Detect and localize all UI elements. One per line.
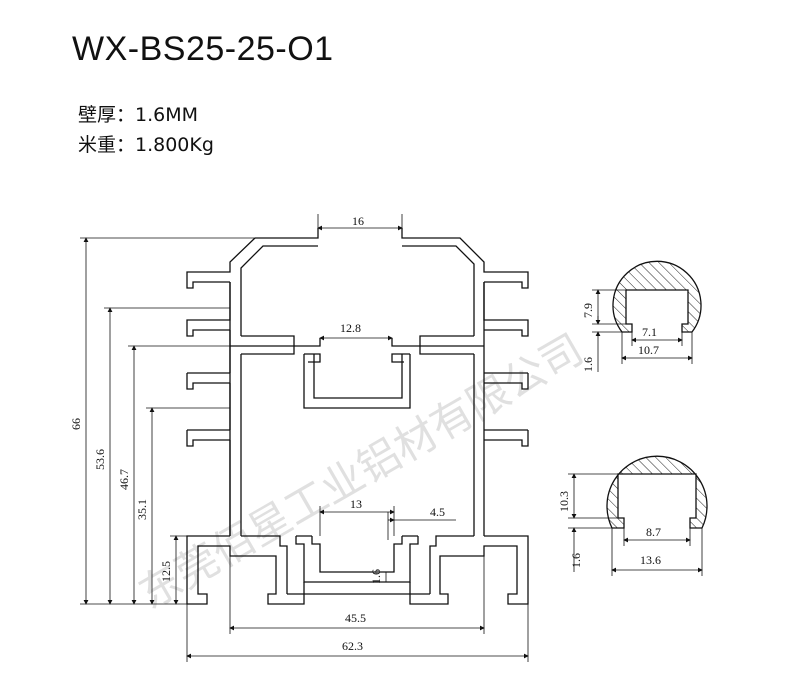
weight-spec: 米重：1.800Kg [78, 134, 214, 156]
dim-height-12-5: 12.5 [159, 561, 173, 582]
watermark: 东莞佰星工业铝材有限公司 [131, 324, 592, 618]
large-section-height: 10.3 [557, 491, 571, 512]
dim-lower-channel: 13 [350, 497, 362, 511]
dim-height-53-6: 53.6 [93, 449, 107, 470]
product-title: WX-BS25-25-O1 [72, 30, 334, 68]
main-profile-outline [186, 228, 529, 605]
dim-height-total: 66 [69, 418, 83, 430]
dim-upper-channel: 12.8 [340, 321, 361, 335]
small-section-drawing [592, 260, 702, 372]
dim-height-46-7: 46.7 [117, 469, 131, 490]
wall-thickness-spec: 壁厚：1.6MM [78, 104, 199, 126]
small-section-opening: 7.1 [642, 325, 657, 339]
dim-overall-width: 62.3 [342, 639, 363, 653]
large-section-opening: 8.7 [646, 525, 661, 539]
main-dimension-lines [80, 214, 529, 662]
dim-top-slot: 16 [352, 214, 364, 228]
small-section-width: 10.7 [638, 343, 659, 357]
large-section-width: 13.6 [640, 553, 661, 567]
dim-lower-wall: 1.6 [369, 569, 383, 584]
dim-lower-lip: 4.5 [430, 505, 445, 519]
small-section-height: 7.9 [581, 303, 595, 318]
small-section-wall: 1.6 [581, 357, 595, 372]
dim-height-35-1: 35.1 [135, 499, 149, 520]
large-section-wall: 1.6 [569, 553, 583, 568]
dim-inner-width: 45.5 [345, 611, 366, 625]
large-section-drawing [568, 455, 708, 576]
